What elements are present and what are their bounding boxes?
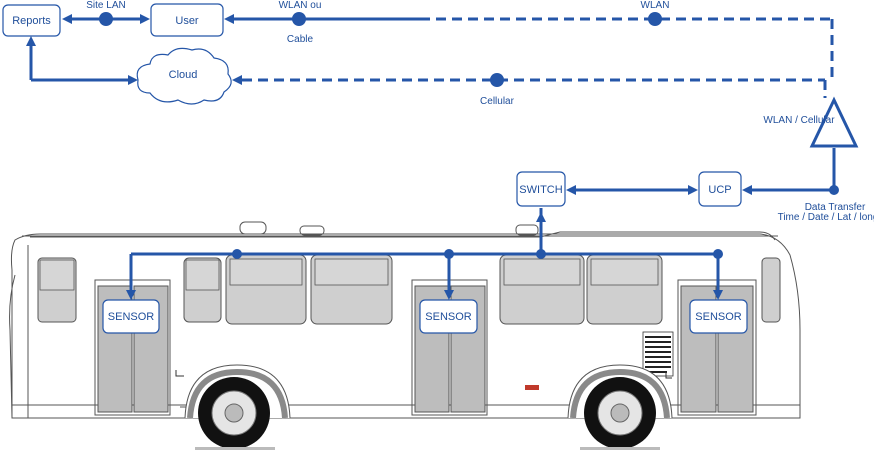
cloud-icon: Cloud [136,47,232,105]
front-wheel [198,377,270,449]
site-lan-label: Site LAN [86,0,125,11]
node-switch: SWITCH [516,171,566,207]
bus-illustration [9,221,801,450]
cellular-node [490,73,504,87]
node-reports: Reports [2,4,61,37]
wlan-label: WLAN [641,0,670,11]
node-sensor-mid: SENSOR [419,299,478,334]
node-sensor-left: SENSOR [102,299,160,334]
wlan-node [648,12,662,26]
node-user: User [150,3,224,37]
wlan-ou-label: WLAN ou [279,0,322,11]
cloud-label: Cloud [169,69,198,81]
reports-label: Reports [12,15,51,27]
network-links [26,12,839,300]
wlan-cellular-label: WLAN / Cellular [763,115,835,126]
node-sensor-right: SENSOR [689,299,748,334]
user-label: User [175,15,199,27]
switch-label: SWITCH [519,184,562,196]
wlan-cable-node [292,12,306,26]
antenna-icon [809,96,859,148]
sensor-left-label: SENSOR [108,311,155,323]
cellular-label: Cellular [480,96,515,107]
rear-wheel [584,377,656,449]
sensor-mid-label: SENSOR [425,311,472,323]
ucp-label: UCP [708,184,731,196]
cable-label: Cable [287,34,314,45]
site-lan-node [99,12,113,26]
data-fields-label: Time / Date / Lat / long [778,212,874,223]
data-transfer-label: Data Transfer [805,202,866,213]
sensor-right-label: SENSOR [695,311,742,323]
node-ucp: UCP [698,171,742,207]
